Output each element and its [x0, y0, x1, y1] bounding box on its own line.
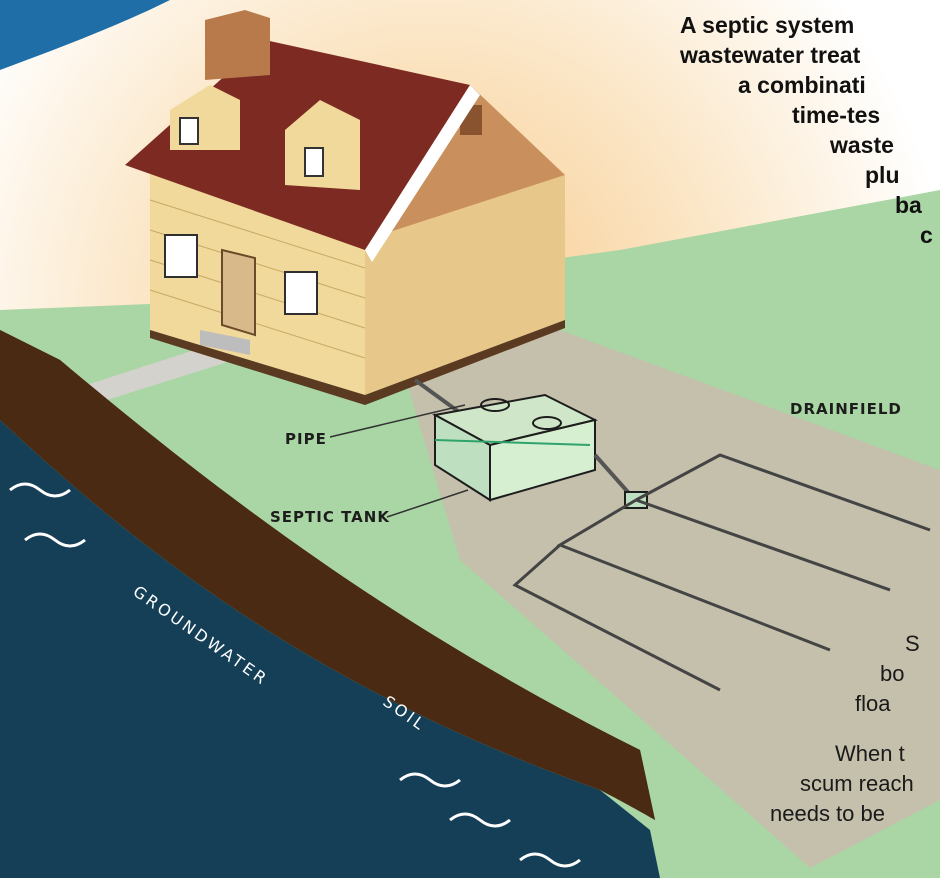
dormer-right [285, 100, 360, 190]
side-text-line-2: bo [880, 661, 905, 686]
intro-line-4: time-tes [792, 102, 881, 128]
bottom-text-line-1: When t [835, 741, 905, 766]
front-steps [200, 330, 250, 355]
wave-marks [9, 482, 581, 868]
drainfield-lines [512, 453, 931, 692]
front-window-left [164, 234, 198, 278]
house [125, 10, 565, 405]
dormer-window-right [304, 147, 324, 177]
front-window-right [284, 271, 318, 315]
intro-line-2: wastewater treat [680, 42, 861, 68]
bottom-text-line-2: scum reach [800, 771, 914, 796]
roof-trim [365, 85, 480, 262]
intro-line-8: c [920, 222, 933, 248]
dormer-window-left [179, 117, 199, 145]
septic-tank [432, 393, 598, 502]
corner-water [0, 0, 170, 70]
intro-line-6: plu [865, 162, 900, 188]
front-door [221, 248, 256, 337]
septic-tank-label: SEPTIC TANK [270, 508, 390, 526]
pipe-label: PIPE [285, 430, 327, 448]
house-side-wall [365, 175, 565, 395]
intro-line-5: waste [830, 132, 894, 158]
side-text-line-1: S [905, 631, 920, 656]
house-gable [365, 85, 565, 240]
foundation [150, 320, 565, 405]
drainfield-label: DRAINFIELD [790, 400, 902, 418]
chimney [205, 10, 270, 80]
tank-leader [386, 489, 469, 518]
pipe-leader [329, 404, 466, 438]
intro-line-1: A septic system [680, 12, 855, 38]
soil-slope [0, 330, 655, 820]
intro-line-3: a combinati [738, 72, 866, 98]
groundwater-layer [0, 420, 660, 878]
side-text-line-3: floa [855, 691, 891, 716]
bottom-text-line-3: needs to be [770, 801, 885, 826]
intro-line-7: ba [895, 192, 922, 218]
